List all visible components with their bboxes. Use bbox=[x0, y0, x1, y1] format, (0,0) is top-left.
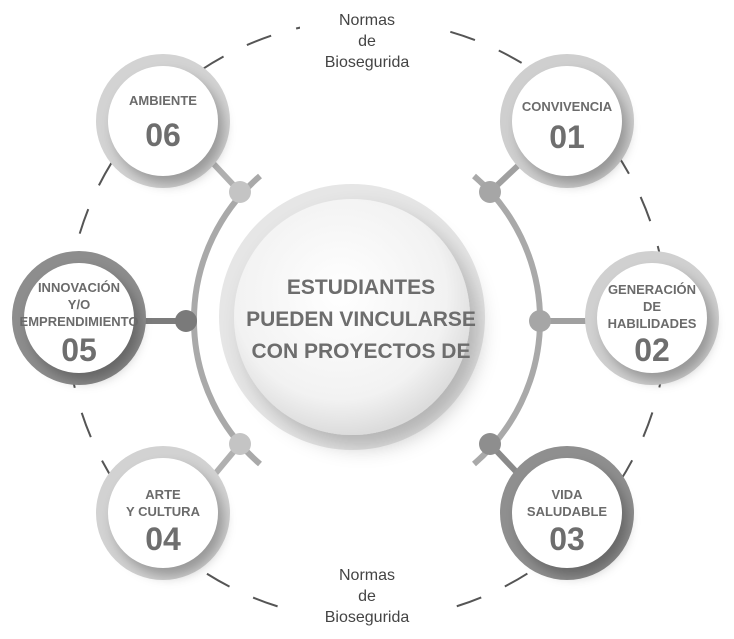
node-label-line: EMPRENDIMIENTO bbox=[19, 314, 139, 329]
center-title: ESTUDIANTES PUEDEN VINCULARSE CON PROYEC… bbox=[236, 272, 486, 368]
node-number: 02 bbox=[634, 332, 670, 368]
norms-bottom-line-3: Biosegurida bbox=[324, 609, 410, 626]
node-number: 03 bbox=[549, 521, 585, 557]
norms-top-line-3: Biosegurida bbox=[324, 54, 410, 71]
node-label: AMBIENTE bbox=[90, 92, 236, 109]
node-label-line: INNOVACIÓN bbox=[37, 280, 121, 295]
node-label: VIDA SALUDABLE bbox=[494, 486, 640, 520]
node-label: INNOVACIÓN Y/O EMPRENDIMIENTO bbox=[6, 279, 152, 330]
node-label-line: CONVIVENCIA bbox=[521, 99, 613, 114]
norms-top-line-2: de bbox=[358, 33, 376, 50]
norms-bottom: Normas de Biosegurida bbox=[297, 565, 437, 628]
norms-bottom-line-1: Normas bbox=[338, 567, 395, 584]
node-label-line: VIDA bbox=[551, 487, 583, 502]
node-label-line: HABILIDADES bbox=[607, 316, 697, 331]
node-inner bbox=[597, 263, 707, 373]
norms-top: Normas de Biosegurida bbox=[297, 10, 437, 73]
node-inner bbox=[108, 66, 218, 176]
node-label-line: ARTE bbox=[145, 487, 181, 502]
node-convivencia: CONVIVENCIA 01 bbox=[500, 54, 634, 188]
norms-top-line-1: Normas bbox=[338, 12, 395, 29]
center-line-2: PUEDEN VINCULARSE bbox=[246, 308, 476, 331]
node-number: 05 bbox=[61, 332, 97, 368]
node-number: 06 bbox=[145, 117, 181, 153]
node-label: ARTE Y CULTURA bbox=[90, 486, 236, 520]
node-label-line: GENERACIÓN bbox=[607, 282, 697, 297]
node-generacion: GENERACIÓN DE HABILIDADES 02 bbox=[585, 251, 719, 385]
node-innovacion: INNOVACIÓN Y/O EMPRENDIMIENTO 05 bbox=[12, 251, 146, 385]
node-label-line: SALUDABLE bbox=[526, 504, 608, 519]
node-label-line: Y CULTURA bbox=[126, 504, 200, 519]
node-number: 01 bbox=[549, 119, 585, 155]
node-label-line: AMBIENTE bbox=[129, 93, 197, 108]
connector-dots bbox=[175, 181, 551, 455]
center-line-1: ESTUDIANTES bbox=[286, 276, 436, 299]
node-label: GENERACIÓN DE HABILIDADES bbox=[579, 281, 725, 332]
node-number: 04 bbox=[145, 521, 181, 557]
node-inner bbox=[108, 458, 218, 568]
node-ambiente: AMBIENTE 06 bbox=[96, 54, 230, 188]
node-inner bbox=[512, 458, 622, 568]
node-inner bbox=[512, 66, 622, 176]
node-label: CONVIVENCIA bbox=[494, 98, 640, 115]
node-label-line: Y/O bbox=[67, 297, 91, 312]
node-inner bbox=[24, 263, 134, 373]
node-arte: ARTE Y CULTURA 04 bbox=[96, 446, 230, 580]
norms-bottom-line-2: de bbox=[358, 588, 376, 605]
node-label-line: DE bbox=[642, 299, 662, 314]
node-vida-saludable: VIDA SALUDABLE 03 bbox=[500, 446, 634, 580]
center-circle bbox=[234, 199, 470, 435]
center-line-3: CON PROYECTOS DE bbox=[251, 340, 471, 363]
